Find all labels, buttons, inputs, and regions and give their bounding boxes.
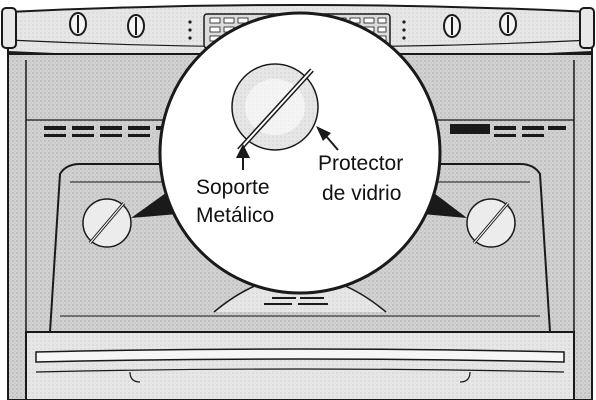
knob-1	[69, 12, 87, 36]
glass-shield-label-line1: Protector	[318, 152, 404, 175]
panel-left-endcap	[1, 7, 17, 49]
magnified-callout	[158, 11, 442, 295]
metal-support-label-line1: Soporte	[196, 176, 270, 199]
left-oven-light	[82, 198, 132, 248]
knob-3	[443, 14, 461, 38]
glass-shield-label-line2: de vidrio	[322, 182, 402, 205]
door-handle	[35, 348, 565, 363]
glass-shield-arrow	[316, 126, 339, 151]
metal-support-arrow	[236, 144, 250, 170]
metal-support-label-line2: Metálico	[196, 204, 275, 227]
oven-door	[25, 331, 575, 400]
knob-4	[499, 12, 517, 36]
knob-2	[127, 14, 145, 38]
right-oven-light	[466, 198, 516, 248]
panel-right-endcap	[579, 7, 595, 49]
